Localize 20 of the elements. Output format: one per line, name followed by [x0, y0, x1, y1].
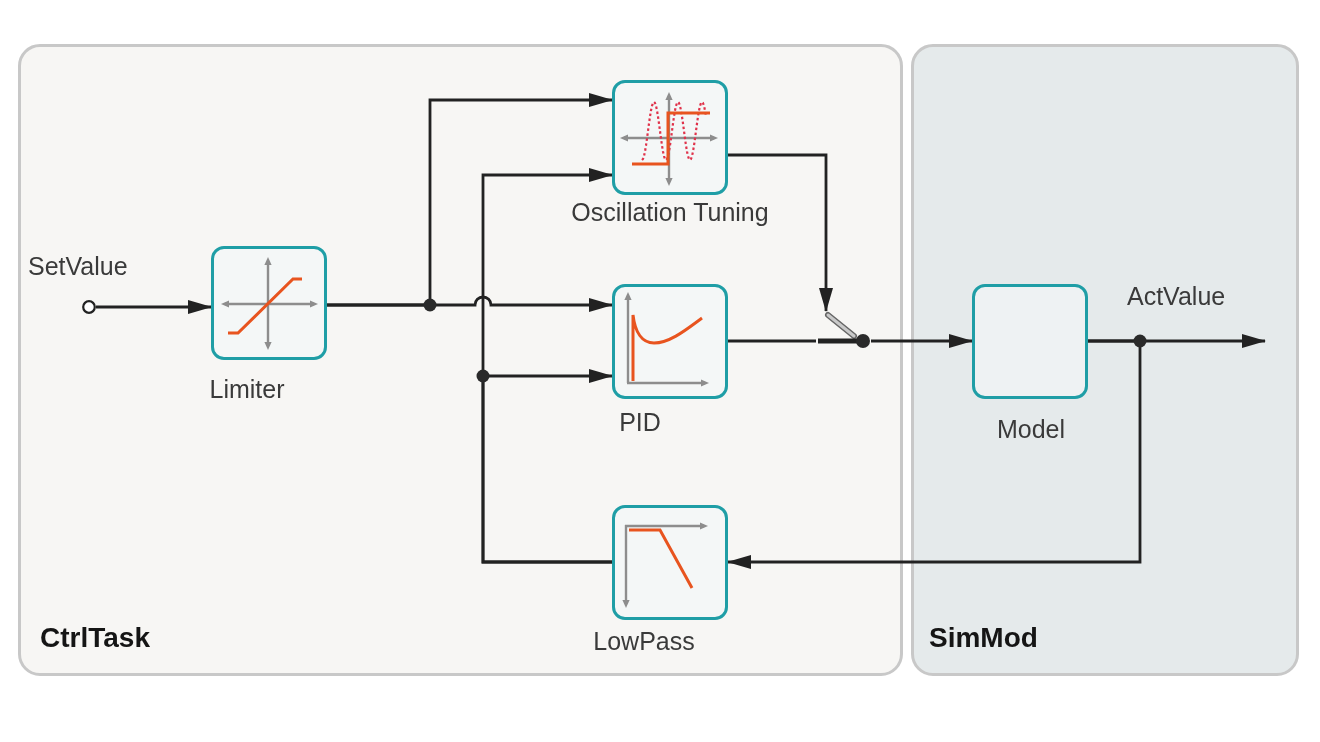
block-label: LowPass [593, 626, 695, 656]
block-label: PID [619, 407, 661, 437]
signal-arrow [481, 369, 613, 564]
panel-title: CtrlTask [40, 621, 150, 655]
signal-arrow [871, 334, 973, 348]
input-terminal [82, 300, 96, 314]
signal-arrow [96, 300, 212, 314]
switch-symbol [816, 311, 871, 349]
signal-label: SetValue [28, 251, 128, 281]
group-panel [911, 44, 1299, 676]
edge-label: ActValue [1127, 281, 1226, 311]
signal-arrow [327, 295, 613, 312]
function-block [972, 284, 1088, 399]
signal-line [728, 339, 816, 343]
signal-arrow [728, 153, 833, 312]
block-label: Oscillation Tuning [571, 197, 769, 227]
group-panel [18, 44, 903, 676]
block-label: Limiter [209, 374, 285, 404]
block-label: Model [996, 414, 1066, 444]
panel-title: SimMod [929, 621, 1038, 655]
